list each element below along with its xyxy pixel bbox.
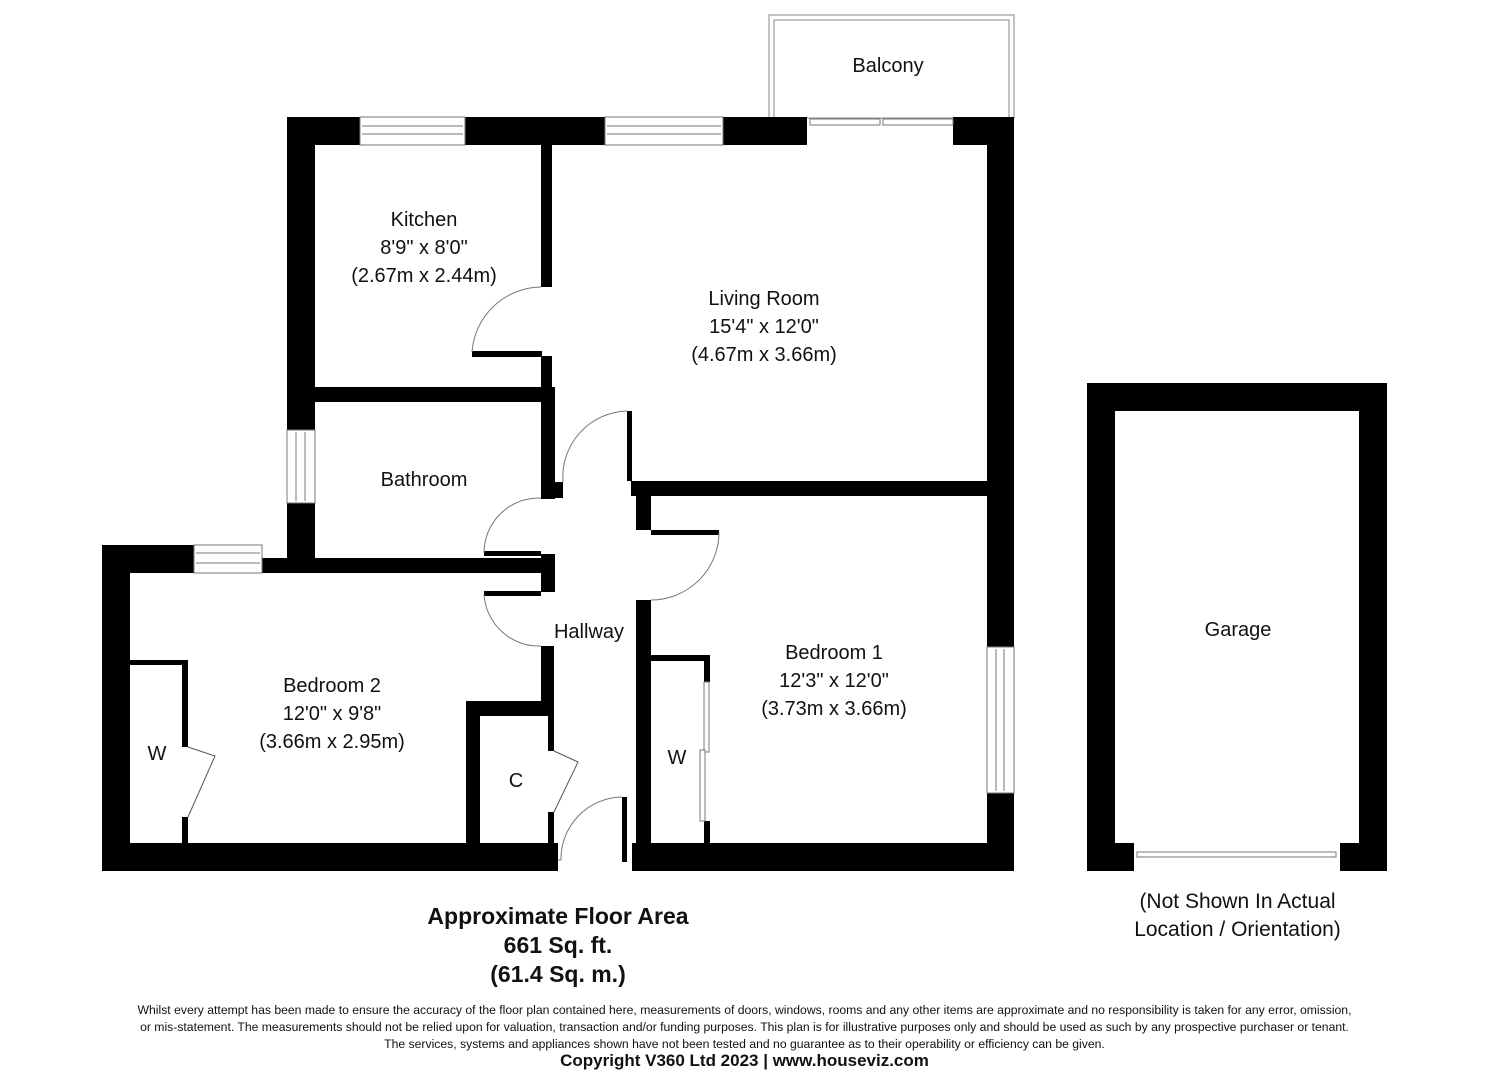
disclaimer-line-3: The services, systems and appliances sho… [384,1037,1105,1051]
disclaimer: Whilst every attempt has been made to en… [0,1002,1489,1053]
room-size-imperial-kitchen: 8'9" x 8'0" [380,237,467,259]
floor-plan: Balcony Kitchen 8'9" x 8'0" (2.67m x 2.4… [102,14,1387,871]
room-name-balcony: Balcony [852,55,923,77]
room-name-garage: Garage [1205,619,1272,641]
disclaimer-line-2: or mis-statement. The measurements shoul… [140,1020,1349,1034]
room-name-bathroom: Bathroom [381,469,468,491]
room-size-metric-bedroom-2: (3.66m x 2.95m) [259,731,405,753]
room-labels: Balcony Kitchen 8'9" x 8'0" (2.67m x 2.4… [148,55,1272,792]
room-size-imperial-bedroom-1: 12'3" x 12'0" [779,670,889,692]
room-size-metric-kitchen: (2.67m x 2.44m) [351,265,497,287]
floor-area-title: Approximate Floor Area [427,903,689,929]
copyright: Copyright V360 Ltd 2023 | www.houseviz.c… [560,1051,929,1070]
garage [1087,383,1387,871]
wardrobe-label-bedroom-2: W [148,743,167,765]
garage-note-line-1: (Not Shown In Actual [1139,890,1336,913]
balcony [768,14,1015,119]
door-swings [187,286,720,861]
room-name-bedroom-2: Bedroom 2 [283,675,381,697]
room-size-imperial-living-room: 15'4" x 12'0" [709,316,819,338]
room-name-bedroom-1: Bedroom 1 [785,642,883,664]
garage-note: (Not Shown In Actual Location / Orientat… [1090,888,1385,944]
garage-note-line-2: Location / Orientation) [1134,918,1341,941]
wardrobe-label-bedroom-1: W [668,747,687,769]
floor-area-summary: Approximate Floor Area 661 Sq. ft. (61.4… [358,902,758,989]
windows [193,116,1015,822]
room-size-imperial-bedroom-2: 12'0" x 9'8" [283,703,382,725]
walls [102,117,1014,871]
room-name-kitchen: Kitchen [391,209,458,231]
floor-area-sqm: (61.4 Sq. m.) [490,961,626,987]
disclaimer-line-1: Whilst every attempt has been made to en… [137,1003,1352,1017]
room-size-metric-living-room: (4.67m x 3.66m) [691,344,837,366]
room-size-metric-bedroom-1: (3.73m x 3.66m) [761,698,907,720]
cupboard-label-hallway: C [509,770,523,792]
room-name-hallway: Hallway [554,621,624,643]
floor-area-sqft: 661 Sq. ft. [503,932,613,958]
room-name-living-room: Living Room [708,288,819,310]
